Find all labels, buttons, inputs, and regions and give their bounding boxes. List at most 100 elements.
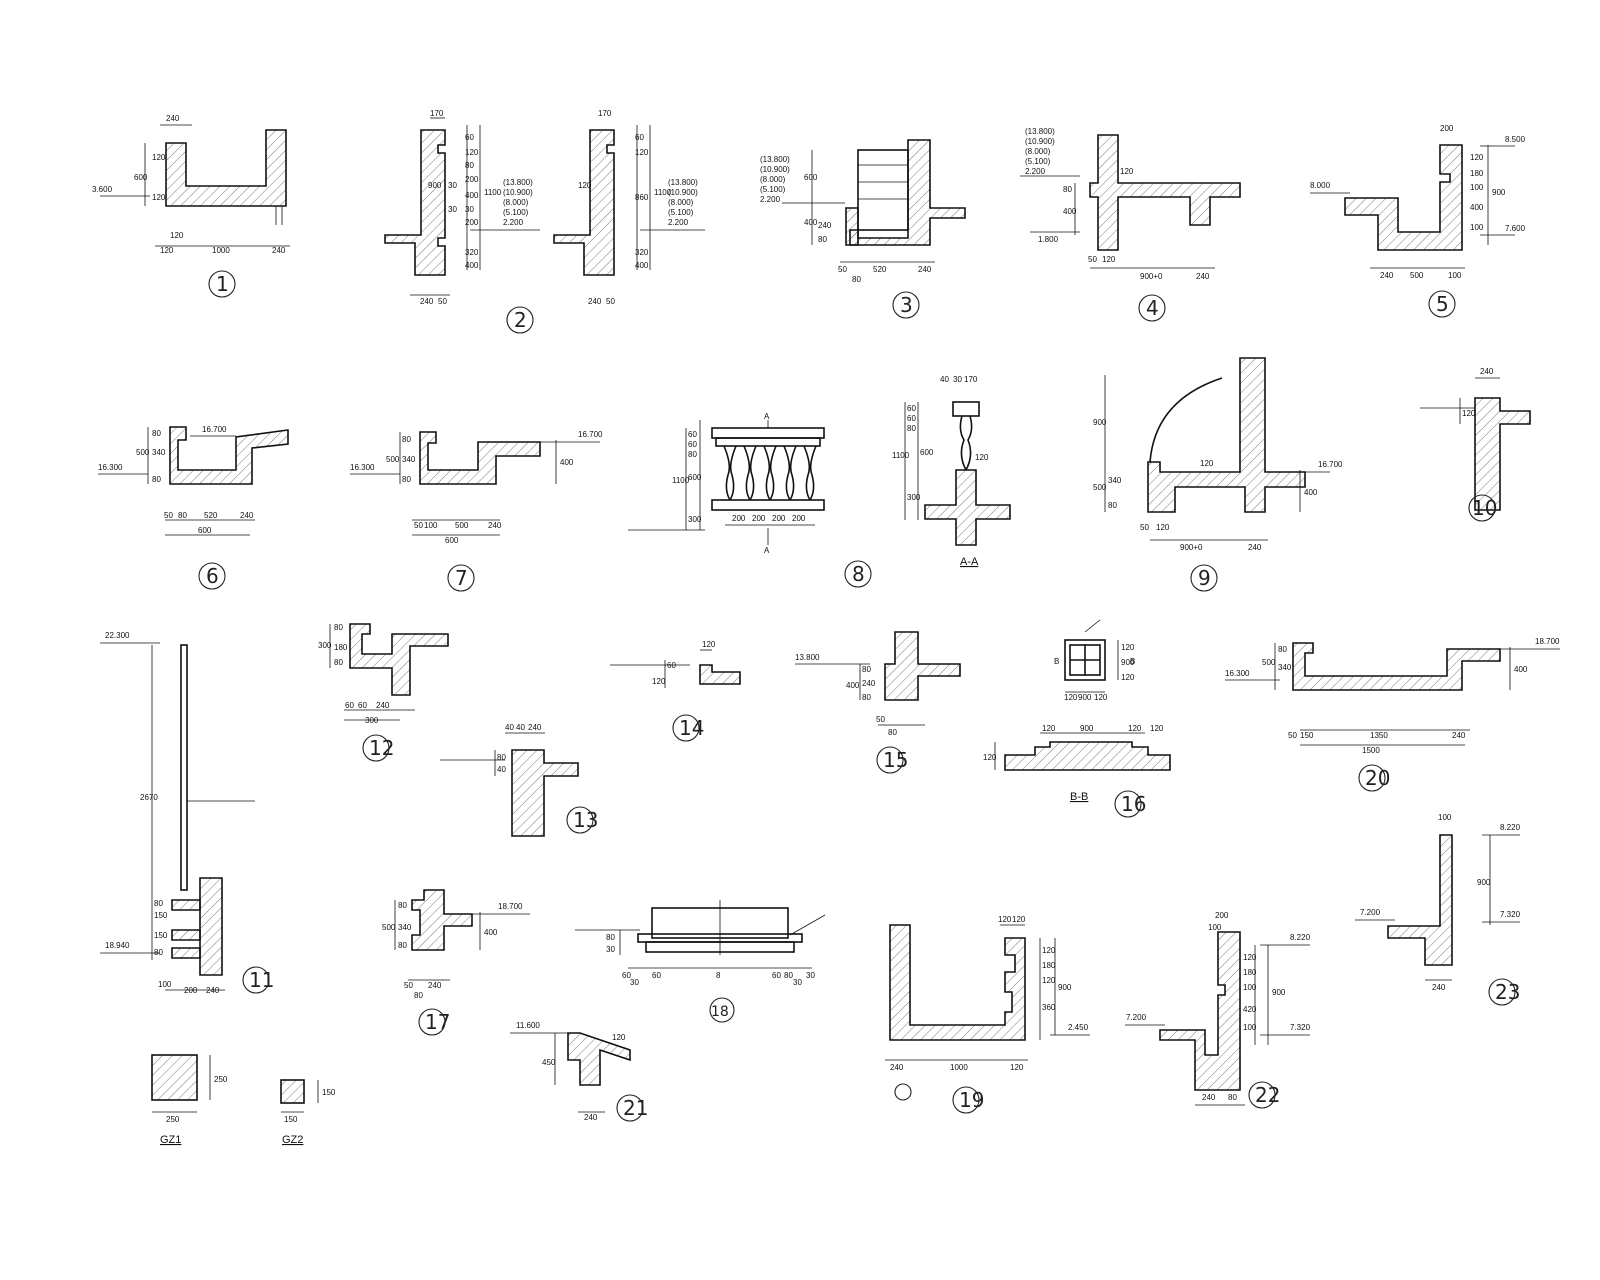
balustrade-base: [711, 499, 825, 511]
detail-23: 100 8.220 900 7.320 7.200 240 23: [1355, 813, 1521, 1006]
dim-text: 80: [818, 235, 827, 244]
balusters: [723, 445, 817, 501]
dim-text: 120: [160, 246, 174, 255]
detail-1: 240 600 120 120 120 1000 240 120 3.600 1: [92, 114, 290, 298]
dim-text: 100: [1208, 923, 1222, 932]
dim-text: 50: [404, 981, 413, 990]
detail-marker: [1468, 494, 1496, 522]
detail-marker: [447, 564, 475, 592]
dim-text: 80: [152, 475, 161, 484]
dim-text: 240: [240, 511, 254, 520]
dim-text: 900+0: [1140, 272, 1163, 281]
level-text: 2.200: [668, 218, 689, 227]
dim-text: 1100: [654, 188, 672, 197]
dim-text: 40: [497, 765, 506, 774]
dim-text: 200: [465, 218, 479, 227]
dim-text: 240: [272, 246, 286, 255]
dim-text: 400: [804, 218, 818, 227]
detail-10: 240 120 10: [1420, 367, 1531, 522]
detail-label: 18: [711, 1004, 729, 1020]
dim-text: 150: [154, 931, 168, 940]
baluster: [743, 445, 757, 501]
detail-17: 500 340 80 80 18.700 400 50 240 80 17: [382, 889, 530, 1036]
detail-19-section: [889, 924, 1026, 1041]
dim-text: 50: [1140, 523, 1149, 532]
dim-text: 120: [975, 453, 989, 462]
dim-text: 400: [465, 261, 479, 270]
level-text: (13.800): [668, 178, 698, 187]
detail-marker: [892, 291, 920, 319]
dim-text: 400: [465, 191, 479, 200]
detail-1-section: [165, 129, 287, 207]
dim-text: 80: [402, 435, 411, 444]
level-text: 8.220: [1290, 933, 1311, 942]
detail-11-band: [171, 899, 201, 911]
dim-text: 900+0: [1180, 543, 1203, 552]
detail-label: 5: [1436, 292, 1449, 316]
dim-text: 200: [732, 514, 746, 523]
dim-text: 2670: [140, 793, 158, 802]
detail-marker: [1248, 1081, 1276, 1109]
dim-text: 80: [465, 161, 474, 170]
dim-text: 240: [528, 723, 542, 732]
dim-text: 900: [1078, 693, 1092, 702]
detail-6-section: [169, 426, 289, 485]
balustrade-cap: [715, 437, 821, 447]
dim-text: 100: [1448, 271, 1462, 280]
detail-label: 15: [883, 748, 908, 772]
dim-text: 240: [890, 1063, 904, 1072]
detail-13: 40 40 240 80 40 13: [440, 723, 598, 837]
dim-text: 50: [606, 297, 615, 306]
detail-label: 22: [1255, 1083, 1280, 1107]
dim-text: 600: [688, 473, 702, 482]
dim-text: 120: [170, 231, 184, 240]
detail-23-section: [1387, 834, 1453, 966]
dim-text: 360: [1042, 1003, 1056, 1012]
level-text: 16.300: [98, 463, 123, 472]
detail-marker: [709, 997, 735, 1023]
dim-text: 340: [402, 455, 416, 464]
railing-frame: [857, 149, 909, 231]
gz1-section: [151, 1054, 198, 1101]
level-text: 16.700: [578, 430, 603, 439]
dim-text: 240: [862, 679, 876, 688]
baluster: [803, 445, 817, 501]
level-text: 18.940: [105, 941, 130, 950]
dim-text: 30: [793, 978, 802, 987]
dim-text: 320: [465, 248, 479, 257]
dim-text: 400: [560, 458, 574, 467]
dim-text: 80: [1278, 645, 1287, 654]
dim-text: 50: [438, 297, 447, 306]
dim-text: 80: [862, 665, 871, 674]
detail-label: 12: [369, 736, 394, 760]
section-mark: A: [764, 546, 770, 555]
dim-text: 400: [1063, 207, 1077, 216]
dim-text: 120: [612, 1033, 626, 1042]
dim-text: 180: [1470, 169, 1484, 178]
dim-text: 50: [414, 521, 423, 530]
dim-text: 120: [1462, 409, 1476, 418]
detail-11-wall: [199, 877, 223, 976]
detail-21: 11.600 450 120 240 21: [510, 1021, 648, 1122]
dim-text: 120: [1121, 643, 1135, 652]
detail-label: 8: [852, 562, 865, 586]
dim-text: 240: [166, 114, 180, 123]
detail-8-section-aa: 40 30 170 60 60 80 600 1100 300 120 A-A: [892, 375, 1011, 568]
dim-text: 250: [214, 1075, 228, 1084]
level-text: 8.500: [1505, 135, 1526, 144]
dim-text: 1100: [672, 476, 690, 485]
level-text: (10.900): [503, 188, 533, 197]
dim-text: 900: [1080, 724, 1094, 733]
section-title: B-B: [1070, 791, 1088, 803]
dim-text: 240: [488, 521, 502, 530]
dim-text: 600: [804, 173, 818, 182]
dim-text: 1100: [892, 451, 910, 460]
section-mark: A: [764, 412, 770, 421]
detail-marker: [566, 806, 594, 834]
detail-marker: [1138, 294, 1166, 322]
dim-text: 120: [1102, 255, 1116, 264]
detail-label: 16: [1121, 792, 1146, 816]
dim-text: 200: [1215, 911, 1229, 920]
dim-text: 120: [152, 193, 166, 202]
detail-label: 11: [249, 968, 274, 992]
